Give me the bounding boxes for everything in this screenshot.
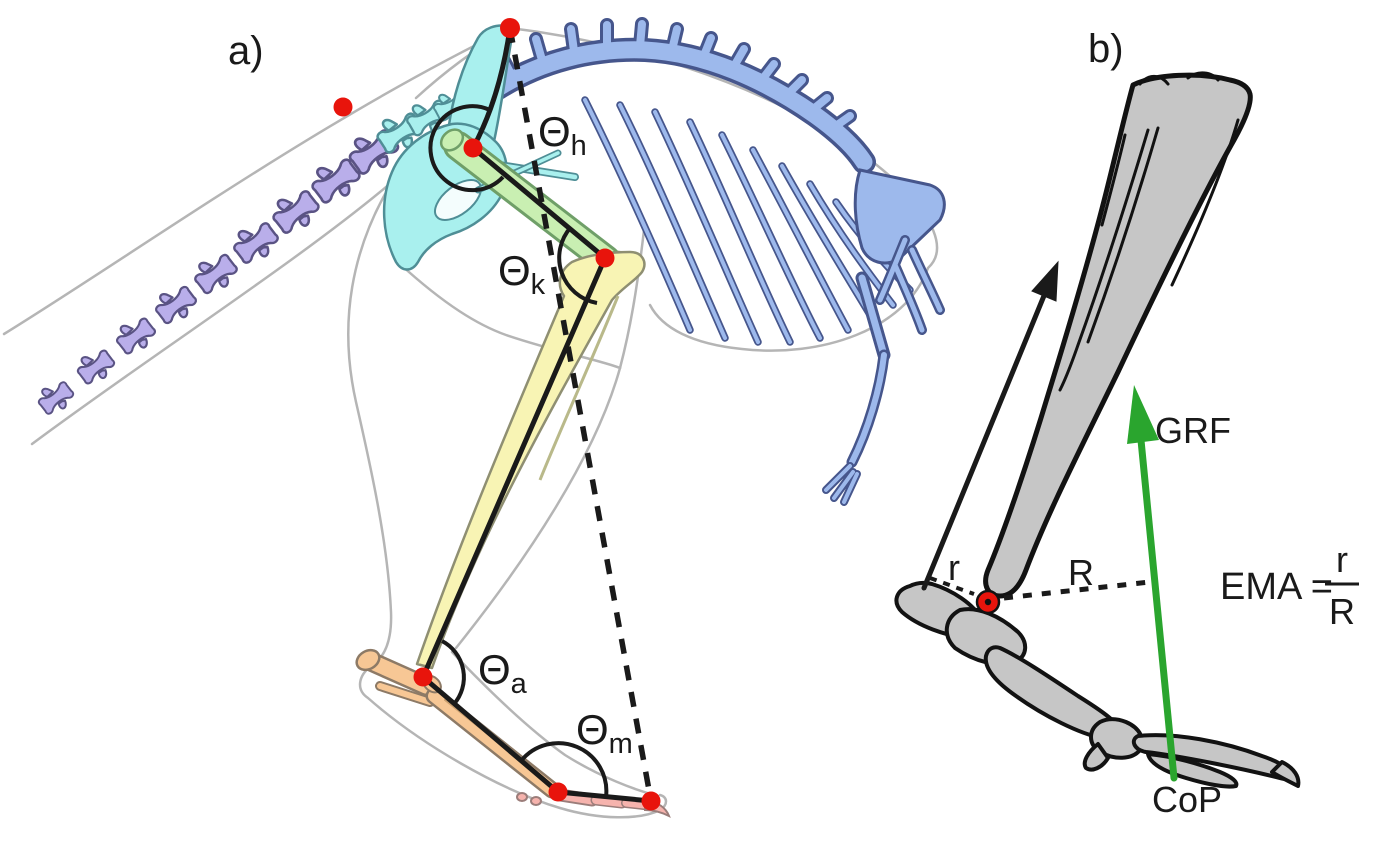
ilium-tip-marker: [500, 18, 520, 38]
theta-subscript: h: [571, 130, 587, 162]
ankle-rotation-marker: [975, 589, 1001, 615]
ema-numerator: r: [1336, 539, 1348, 580]
ribs: [581, 96, 914, 346]
theta-subscript: m: [609, 728, 633, 760]
bone-detail-lines: [1058, 71, 1240, 392]
ema-formula: EMA = r R: [1220, 539, 1359, 632]
leg-axis-dashed-line: [507, 27, 654, 802]
trunk-segment-line: [470, 25, 513, 151]
panel-b-label: b): [1088, 27, 1124, 71]
muscle-force-arrow: [921, 260, 1059, 591]
femur-segment-line: [470, 145, 608, 261]
ema-denominator: R: [1329, 591, 1355, 632]
hip-joint-marker: [463, 138, 483, 158]
theta-symbol: Θ: [538, 108, 571, 155]
tibia-bone: [415, 250, 646, 670]
theta-symbol: Θ: [498, 247, 531, 294]
tail-bottom-outline: [30, 180, 394, 446]
moment-arm-r-label: r: [948, 547, 960, 588]
tail-vertebrae: [32, 120, 405, 420]
ankle-joint-marker: [413, 667, 433, 687]
theta-subscript: k: [531, 269, 546, 301]
knee-joint-marker: [595, 248, 615, 268]
toe-tip-marker: [641, 791, 661, 811]
back-marker: [333, 97, 353, 117]
knee-angle-arc: [557, 225, 598, 305]
moment-arm-R-line: [1003, 579, 1151, 601]
back-belly-outline: [508, 26, 939, 352]
scapula: [853, 168, 946, 265]
cop-label: CoP: [1152, 779, 1222, 820]
shoulder-and-forelimb: [822, 168, 946, 506]
grf-arrowhead: [1127, 385, 1159, 444]
hip-angle-label: Θh: [538, 108, 587, 162]
tibia-segment-line: [420, 255, 608, 680]
thigh-front-outline: [347, 180, 394, 668]
trochanter: [439, 128, 465, 152]
hip-angle-arc: [428, 104, 505, 193]
mtp-angle-label: Θm: [576, 706, 633, 760]
panel-a: a) Θh Θk Θa Θm: [2, 17, 946, 819]
calcaneal-knob: [355, 648, 381, 672]
mtp-joint-marker: [548, 782, 568, 802]
moment-arm-R-label: R: [1068, 552, 1094, 593]
grf-label: GRF: [1155, 410, 1231, 451]
mtp-angle-arc: [519, 741, 609, 798]
theta-subscript: a: [511, 668, 528, 700]
muscle-arrowhead: [1031, 260, 1059, 302]
ankle-angle-arc: [441, 639, 466, 706]
knee-back-outline: [618, 228, 646, 370]
under-thigh-outline: [398, 262, 622, 370]
knee-angle-label: Θk: [498, 247, 546, 301]
ankle-angle-label: Θa: [478, 646, 528, 700]
panel-a-label: a): [228, 29, 264, 73]
theta-symbol: Θ: [478, 646, 511, 693]
rear-toe-spur: [1082, 742, 1110, 772]
joint-markers: [333, 18, 661, 811]
tail-top-outline: [2, 26, 512, 336]
toe-claw: [1270, 760, 1301, 788]
ema-lhs: EMA =: [1220, 566, 1333, 608]
metatarsus-segment-line: [420, 674, 561, 795]
angle-arcs: [428, 104, 609, 798]
calf-back-outline: [454, 366, 622, 650]
fibula-line: [538, 295, 620, 481]
tibiotarsus-bone: [983, 71, 1253, 599]
panel-b: b) GRF r R EMA = r R CoP: [894, 27, 1359, 820]
theta-symbol: Θ: [576, 706, 609, 753]
foot-bones: [894, 580, 1301, 789]
grf-arrow: [1127, 385, 1178, 782]
foot-top-outline: [450, 650, 660, 798]
body-outline: [2, 26, 939, 819]
